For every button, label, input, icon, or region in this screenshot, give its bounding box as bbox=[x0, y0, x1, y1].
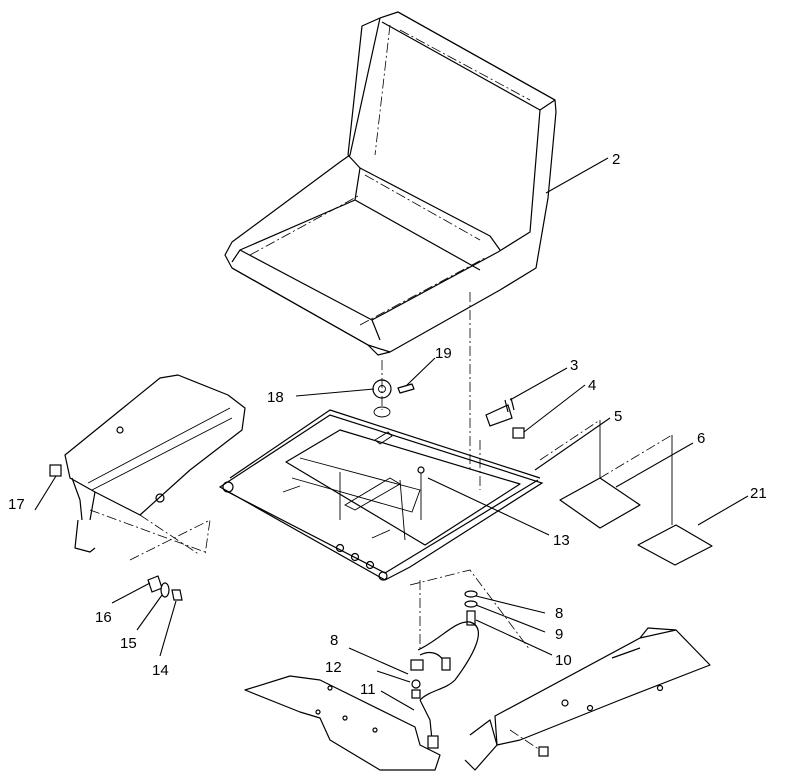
washer-8-top bbox=[464, 590, 478, 598]
callout-21: 21 bbox=[750, 485, 767, 502]
callout-labels: 2 3 4 5 6 21 19 18 17 13 16 15 14 8 9 10… bbox=[8, 151, 767, 698]
callout-5: 5 bbox=[614, 408, 622, 425]
decal-6 bbox=[559, 477, 641, 529]
callout-18: 18 bbox=[267, 389, 284, 406]
callout-8-top: 8 bbox=[555, 605, 563, 622]
leader-lines bbox=[34, 157, 749, 711]
screw-4 bbox=[512, 427, 525, 439]
callout-11: 11 bbox=[360, 681, 376, 698]
callout-14: 14 bbox=[152, 662, 169, 679]
spacer-16 bbox=[147, 575, 163, 593]
lower-left-plate bbox=[244, 675, 441, 771]
callout-4: 4 bbox=[588, 377, 596, 394]
lock-nut-17 bbox=[49, 464, 62, 477]
callout-17: 17 bbox=[8, 496, 25, 513]
lock-washer-9 bbox=[464, 600, 478, 608]
bolt-14 bbox=[171, 589, 183, 601]
callout-15: 15 bbox=[120, 635, 137, 652]
seat-cushion bbox=[224, 11, 557, 356]
left-bracket bbox=[64, 374, 246, 556]
seat-plate bbox=[218, 409, 544, 581]
wire-harness bbox=[410, 580, 480, 741]
callout-13: 13 bbox=[553, 532, 570, 549]
callout-2: 2 bbox=[612, 151, 620, 168]
callout-9: 9 bbox=[555, 626, 563, 643]
callout-16: 16 bbox=[95, 609, 112, 626]
bolt-10 bbox=[466, 610, 476, 626]
callout-12: 12 bbox=[325, 659, 342, 676]
callout-10: 10 bbox=[555, 652, 572, 669]
callout-6: 6 bbox=[697, 430, 705, 447]
callout-8-bottom: 8 bbox=[330, 632, 338, 649]
callout-3: 3 bbox=[570, 357, 578, 374]
callout-19: 19 bbox=[435, 345, 452, 362]
switch-3 bbox=[485, 397, 515, 427]
washer-15 bbox=[160, 582, 170, 598]
lower-right-bracket bbox=[464, 627, 711, 771]
decal-21 bbox=[637, 524, 713, 566]
